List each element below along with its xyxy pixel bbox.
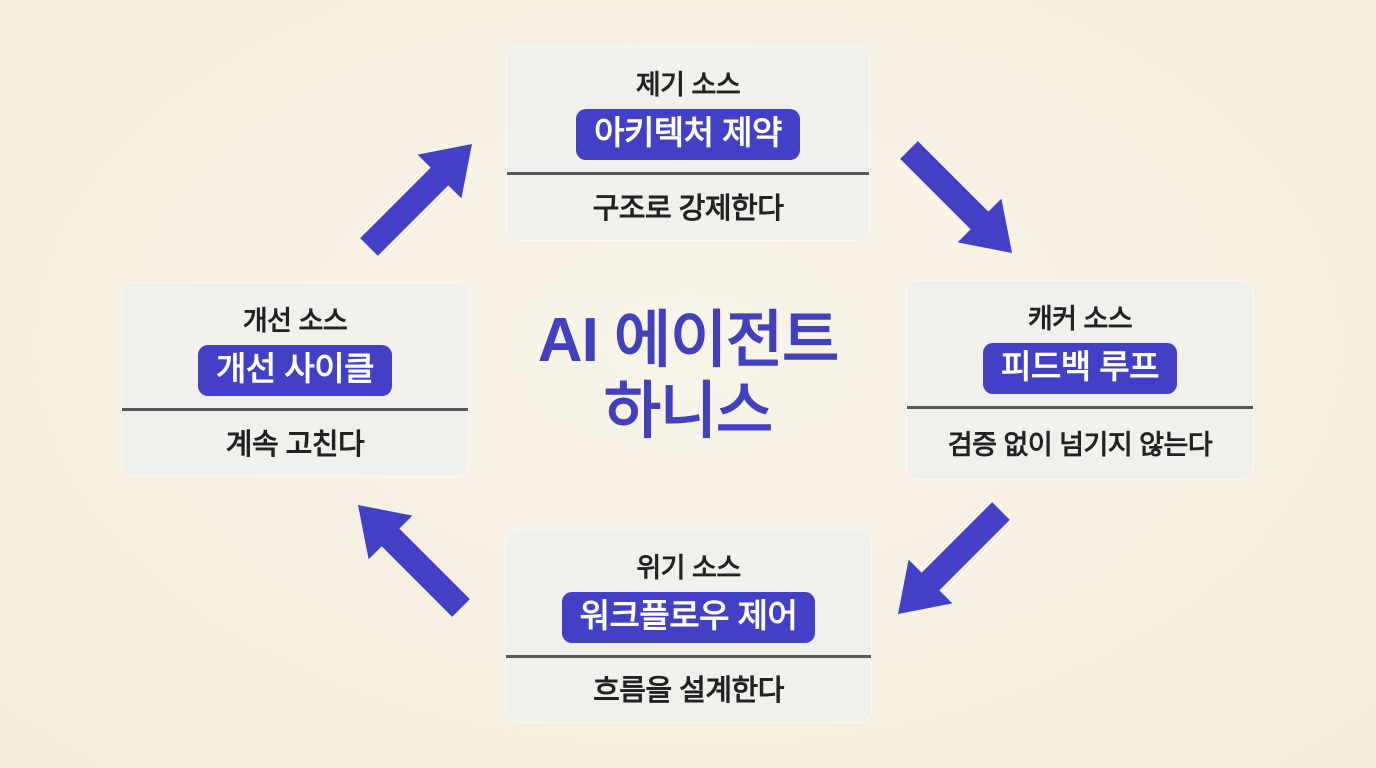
page-title: AI 에이전트 하니스 [537, 306, 839, 447]
page-title-line1: AI 에이전트 [537, 306, 839, 375]
source-label: 제기 소스 [635, 69, 741, 100]
divider-line [907, 406, 1253, 409]
arrow-down-left-icon [890, 497, 1015, 622]
source-label: 캐커 소스 [1027, 303, 1133, 334]
keyword-badge: 피드백 루프 [983, 342, 1177, 395]
card-head: 캐커 소스 피드백 루프 [907, 281, 1253, 406]
divider-line [506, 655, 871, 658]
node-card-right: 캐커 소스 피드백 루프 검증 없이 넘기지 않는다 [907, 281, 1253, 479]
divider-line [507, 172, 869, 175]
card-head: 위기 소스 워크플로우 제어 [506, 530, 871, 655]
card-head: 제기 소스 아키텍처 제약 [507, 47, 869, 172]
page-title-line2: 하니스 [603, 376, 773, 446]
arrow-up-right-icon [355, 136, 480, 261]
arrow-up-left-icon [350, 497, 475, 622]
divider-line [122, 408, 468, 411]
keyword-badge: 워크플로우 제어 [561, 591, 816, 644]
keyword-badge: 개선 사이클 [198, 344, 392, 397]
node-card-bottom: 위기 소스 워크플로우 제어 흐름을 설계한다 [506, 530, 871, 722]
caption-text: 검증 없이 넘기지 않는다 [947, 429, 1213, 460]
node-card-top: 제기 소스 아키텍처 제약 구조로 강제한다 [507, 47, 869, 240]
caption-text: 흐름을 설계한다 [593, 675, 784, 707]
caption-text: 구조로 강제한다 [592, 192, 784, 225]
source-label: 위기 소스 [636, 552, 741, 583]
arrow-down-right-icon [895, 136, 1020, 261]
keyword-badge: 아키텍처 제약 [576, 108, 800, 161]
card-head: 개선 소스 개선 사이클 [122, 283, 468, 408]
node-card-left: 개선 소스 개선 사이클 계속 고친다 [122, 283, 468, 476]
caption-text: 계속 고친다 [225, 428, 365, 461]
source-label: 개선 소스 [242, 305, 348, 336]
